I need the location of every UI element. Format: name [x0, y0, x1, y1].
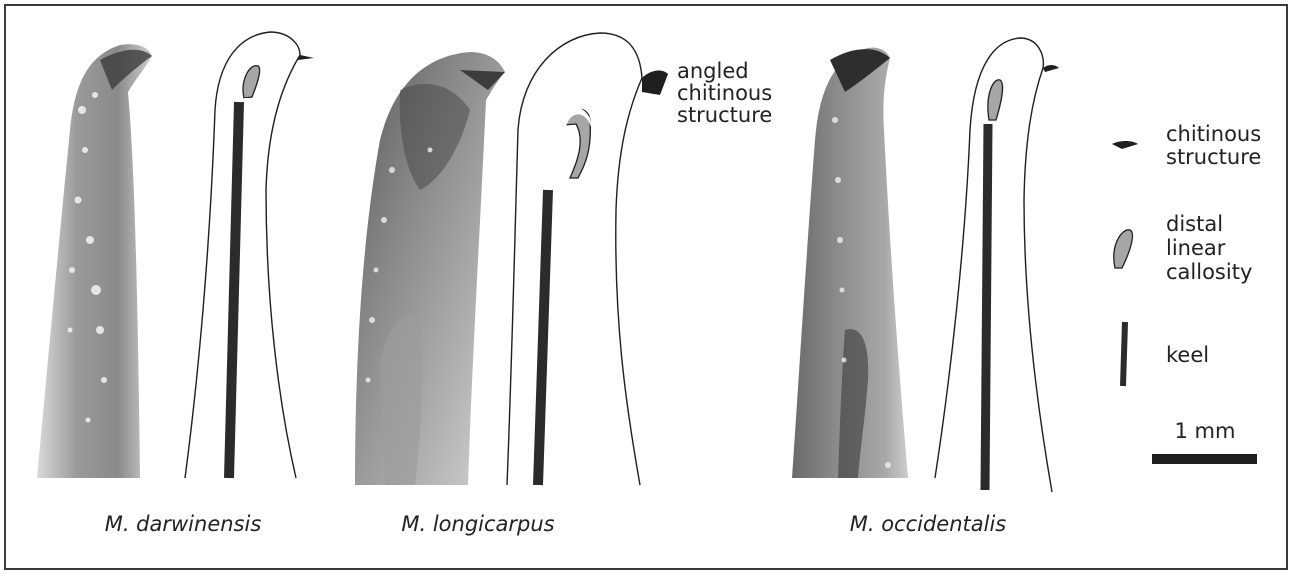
annotation-line-1: angled [677, 59, 749, 83]
legend-chitinous-line-2: structure [1166, 145, 1261, 169]
legend-keel-label: keel [1166, 343, 1209, 367]
annotation-line-3: structure [677, 103, 772, 127]
scale-bar-line [1152, 454, 1257, 464]
legend-callosity-line-2: linear [1166, 236, 1226, 260]
species-label-darwinensis: M. darwinensis [105, 512, 262, 536]
legend-callosity-line-1: distal [1166, 212, 1223, 236]
species-label-occidentalis: M. occidentalis [850, 512, 1007, 536]
keel-icon [1123, 322, 1125, 386]
annotation-line-2: chitinous [677, 81, 772, 105]
legend-callosity-line-3: callosity [1166, 260, 1252, 284]
scale-bar-label: 1 mm [1175, 419, 1236, 443]
legend-chitinous-line-1: chitinous [1166, 122, 1261, 146]
species-label-longicarpus: M. longicarpus [401, 512, 554, 536]
